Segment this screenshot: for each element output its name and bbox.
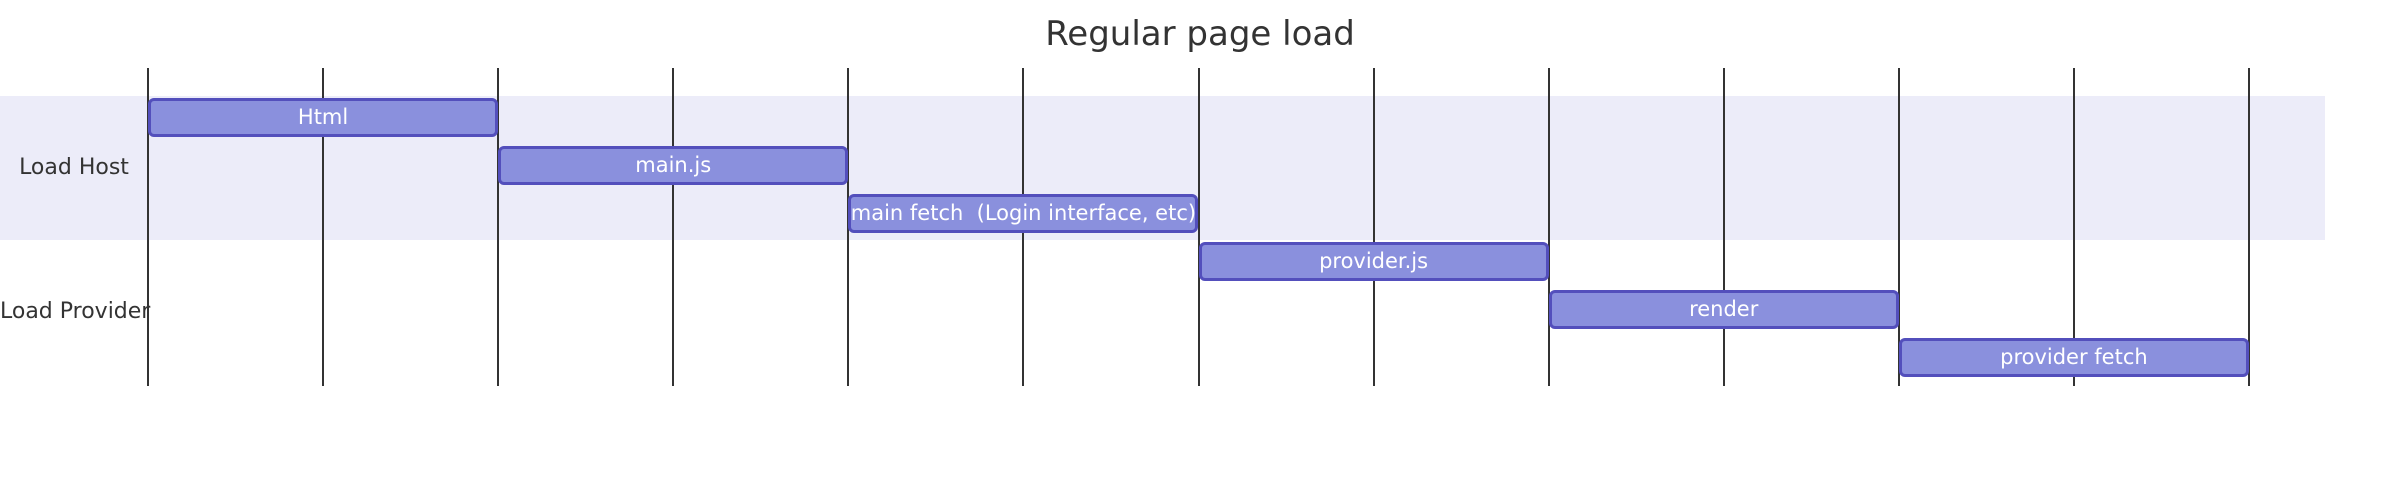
chart-title: Regular page load <box>1045 14 1355 54</box>
gridline <box>1722 68 1725 386</box>
gridline <box>2072 68 2075 386</box>
task-bar: Html <box>148 98 499 137</box>
gridline <box>2248 68 2250 386</box>
task-bar: provider.js <box>1198 242 1549 281</box>
gridline <box>1197 68 1200 386</box>
gridline <box>1547 68 1550 386</box>
task-bar: main fetch (Login interface, etc) <box>848 194 1199 233</box>
gridline <box>1372 68 1375 386</box>
task-bar: render <box>1548 290 1899 329</box>
task-label: provider.js <box>1319 249 1429 273</box>
task-label: main fetch (Login interface, etc) <box>850 201 1197 225</box>
task-label: provider fetch <box>2000 345 2148 369</box>
task-bar: provider fetch <box>1898 338 2249 377</box>
task-label: Html <box>297 105 349 129</box>
gridline <box>497 68 500 386</box>
gridline <box>322 68 325 386</box>
task-label: main.js <box>635 153 712 177</box>
gridline <box>1897 68 1900 386</box>
section-label: Load Host <box>19 155 129 180</box>
task-label: render <box>1689 297 1759 321</box>
gridline <box>672 68 675 386</box>
gridline <box>147 68 149 386</box>
section-label: Load Provider <box>0 299 151 324</box>
task-bar: main.js <box>498 146 849 185</box>
